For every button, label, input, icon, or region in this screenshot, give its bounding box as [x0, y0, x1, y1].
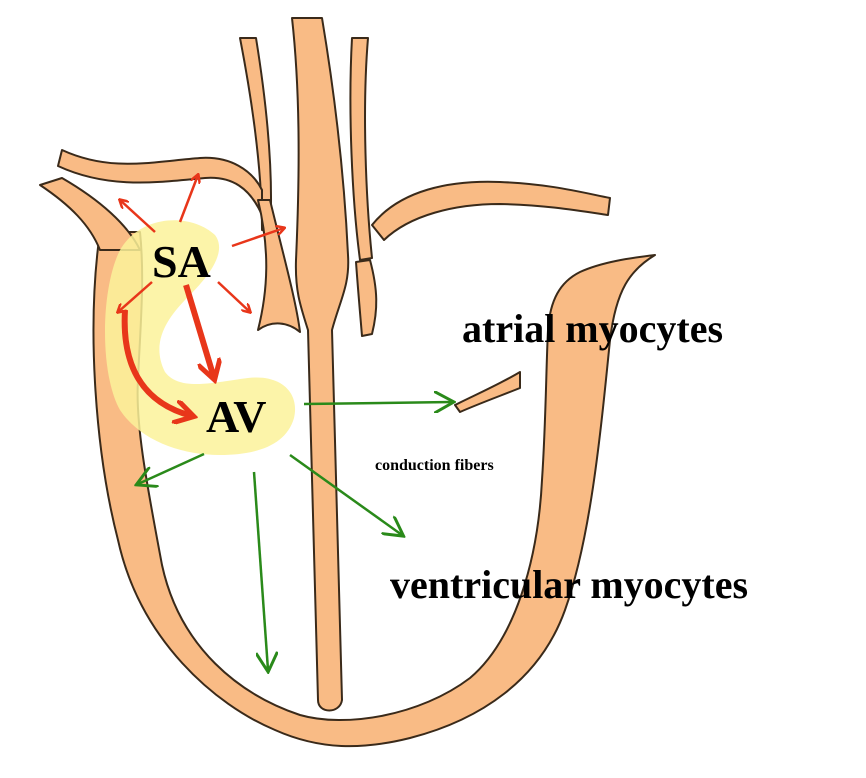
green-arrow	[138, 452, 205, 484]
red-arrow	[121, 309, 192, 416]
red-arrow	[183, 284, 214, 378]
sa-arrows	[118, 175, 284, 416]
green-arrow	[252, 471, 268, 670]
sa-node-label: SA	[152, 236, 211, 287]
pulmonary-wall	[349, 37, 373, 261]
red-arrow	[178, 175, 198, 223]
red-arrow	[120, 200, 156, 233]
atrial-myocytes-label: atrial myocytes	[462, 306, 723, 351]
ventricle-outer-wall	[92, 231, 656, 748]
ventricular-myocytes-label: ventricular myocytes	[390, 562, 748, 607]
av-node-label: AV	[206, 391, 267, 442]
red-arrow	[231, 228, 284, 248]
left-atrial-wall	[355, 259, 378, 337]
green-arrow	[303, 402, 452, 404]
red-arrow	[217, 281, 250, 312]
atrium-left-wall	[39, 177, 141, 251]
septum	[291, 17, 350, 712]
mitral-flap	[454, 371, 521, 413]
conduction-fibers-label: conduction fibers	[375, 457, 494, 474]
red-arrow	[118, 281, 153, 312]
pulmonary-vein-wall	[371, 180, 611, 241]
heart-walls	[39, 17, 656, 748]
green-arrow	[289, 453, 402, 535]
atrial-inner-wall	[257, 199, 301, 333]
av-arrows	[138, 402, 452, 670]
